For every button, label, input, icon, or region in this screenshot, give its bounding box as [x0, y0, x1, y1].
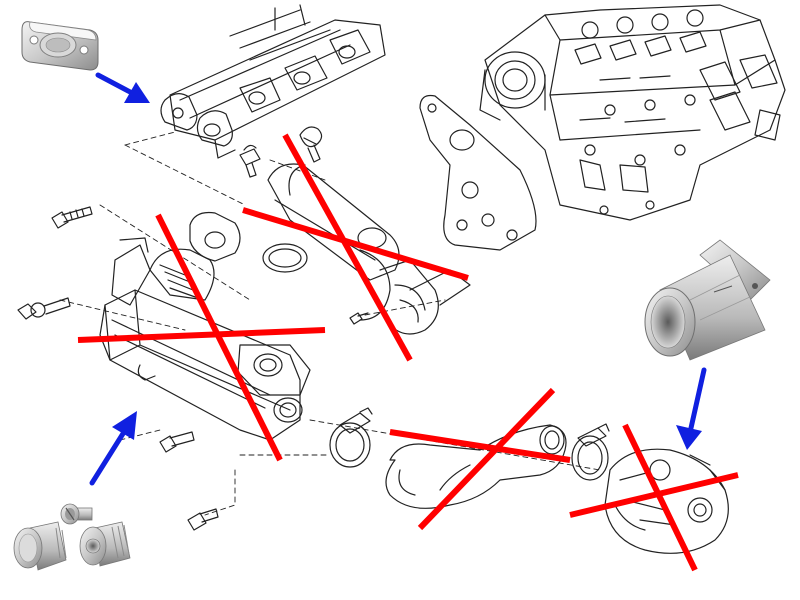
blanking-plugs — [13, 503, 131, 571]
arrow-to-valve — [676, 367, 707, 450]
cross-egr-pipe — [242, 133, 469, 362]
assembly-leader-lines — [59, 131, 601, 516]
hose-clamp — [329, 407, 373, 468]
arrow-to-manifold — [95, 72, 150, 103]
egr-cooler — [99, 211, 311, 441]
bolt — [239, 144, 261, 178]
bolt — [187, 508, 219, 531]
bolt — [17, 297, 71, 320]
cross-egr-valve — [569, 423, 739, 572]
small-plug — [60, 503, 93, 525]
exhaust-manifold — [160, 4, 386, 159]
hose-clamp — [571, 423, 610, 481]
bolt — [299, 126, 323, 163]
gasket-bracket — [419, 94, 537, 251]
arrow-to-cooler — [89, 411, 137, 486]
bolt — [51, 206, 93, 229]
cylinder-head — [479, 4, 786, 221]
removal-marks — [77, 133, 739, 572]
cross-egr-cooler — [77, 213, 326, 462]
o-ring — [262, 243, 308, 273]
bolt — [159, 431, 195, 453]
solid-plug — [13, 521, 67, 571]
blanking-plate — [21, 21, 99, 71]
cross-egr-hose — [389, 387, 571, 531]
egr-delete-pipe — [644, 239, 771, 361]
threaded-plug — [79, 521, 131, 567]
pointer-arrows — [89, 72, 707, 486]
small-screw — [349, 312, 369, 325]
